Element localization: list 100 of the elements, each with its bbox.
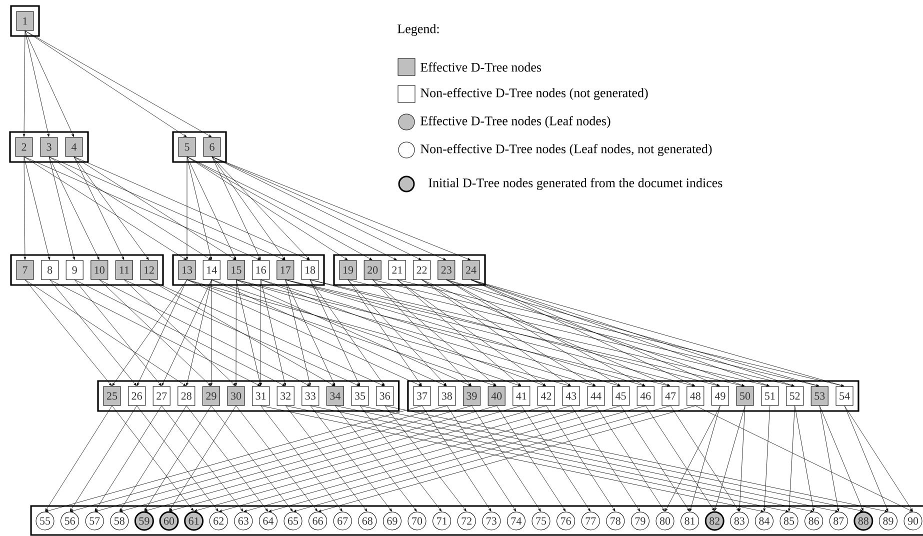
- arrow: [260, 280, 262, 386]
- arrow: [546, 406, 616, 512]
- node-box: 18: [301, 260, 319, 280]
- arrow: [148, 280, 384, 386]
- node-box: 2: [15, 137, 33, 157]
- arrow: [260, 406, 342, 512]
- node-box: 13: [178, 260, 196, 280]
- arrow: [186, 406, 268, 512]
- node-box: 39: [462, 386, 480, 406]
- arrow: [74, 156, 310, 260]
- arrow: [260, 280, 546, 386]
- node-box: 11: [115, 260, 133, 280]
- arrow: [112, 280, 188, 386]
- node-box: 43: [562, 386, 580, 406]
- arrow: [446, 406, 516, 512]
- node-box: 53: [810, 386, 828, 406]
- arrow: [24, 30, 74, 137]
- node-box: 3: [40, 137, 58, 157]
- arrow: [212, 156, 261, 260]
- node-box: 40: [488, 386, 506, 406]
- node-box: 14: [202, 260, 220, 280]
- node-box: 50: [736, 386, 754, 406]
- arrow: [695, 406, 913, 512]
- arrow: [74, 156, 124, 260]
- group-box: [172, 131, 227, 163]
- arrow: [74, 280, 286, 386]
- node-box: 44: [587, 386, 605, 406]
- arrow: [70, 406, 137, 512]
- arrow: [690, 406, 720, 512]
- arrow: [310, 280, 360, 386]
- node-box: 37: [413, 386, 431, 406]
- arrow: [124, 280, 236, 386]
- arrow: [186, 156, 188, 260]
- node-box: 1: [16, 11, 34, 31]
- arrow: [24, 156, 260, 260]
- node-box: 54: [836, 386, 854, 406]
- arrow: [136, 406, 218, 512]
- arrow: [645, 406, 714, 511]
- arrow: [186, 280, 571, 387]
- arrow: [212, 156, 286, 260]
- arrow: [169, 406, 236, 511]
- node-box: 42: [537, 386, 555, 406]
- arrow: [74, 156, 149, 260]
- arrow: [120, 406, 187, 512]
- arrow: [74, 280, 162, 386]
- node-box: 27: [152, 386, 170, 406]
- arrow: [422, 406, 492, 512]
- node-box: 4: [65, 137, 83, 157]
- arrow: [596, 406, 665, 512]
- arrow: [99, 280, 211, 386]
- arrow: [620, 406, 690, 512]
- arrow: [186, 156, 236, 260]
- node-box: 41: [512, 386, 530, 406]
- group-box: [172, 254, 325, 286]
- arrow: [397, 280, 522, 386]
- arrow: [348, 280, 422, 386]
- arrow: [161, 406, 244, 512]
- node-box: 51: [761, 386, 779, 406]
- node-box: 25: [103, 386, 121, 406]
- arrow: [50, 280, 260, 386]
- arrow: [372, 280, 496, 386]
- arrow: [348, 280, 447, 386]
- arrow: [472, 406, 541, 512]
- node-box: 36: [376, 386, 394, 406]
- arrow: [360, 406, 442, 512]
- arrow: [186, 280, 422, 386]
- group-box: [10, 5, 40, 37]
- node-box: 19: [339, 260, 357, 280]
- node-box: 47: [662, 386, 680, 406]
- node-box: 48: [686, 386, 704, 406]
- arrow: [48, 156, 100, 260]
- arrow: [234, 280, 238, 386]
- group-box: [97, 380, 400, 412]
- arrow: [570, 406, 640, 512]
- node-box: 8: [41, 260, 59, 280]
- node-box: 35: [351, 386, 369, 406]
- legend-text: Non-effective D-Tree nodes (not generated): [420, 88, 648, 100]
- node-box: 9: [66, 260, 84, 280]
- arrow: [24, 156, 50, 260]
- arrow: [384, 406, 466, 512]
- arrow: [236, 406, 318, 512]
- group-box: [333, 254, 486, 286]
- node-box: 28: [178, 386, 196, 406]
- arrow: [844, 406, 888, 512]
- group-box: [30, 505, 923, 536]
- arrow: [310, 406, 392, 512]
- arrow: [124, 280, 360, 386]
- arrow: [112, 406, 194, 511]
- node-box: 6: [203, 137, 221, 157]
- node-box: 34: [326, 386, 344, 406]
- arrow: [22, 30, 26, 137]
- arrow: [24, 280, 186, 386]
- arrow: [819, 406, 840, 512]
- node-box: 21: [388, 260, 406, 280]
- arrow: [285, 406, 368, 512]
- node-box: 26: [128, 386, 146, 406]
- arrow: [24, 156, 26, 260]
- arrow: [521, 406, 590, 512]
- arrow: [819, 406, 864, 511]
- legend-text: Effective D-Tree nodes (Leaf nodes): [420, 116, 610, 128]
